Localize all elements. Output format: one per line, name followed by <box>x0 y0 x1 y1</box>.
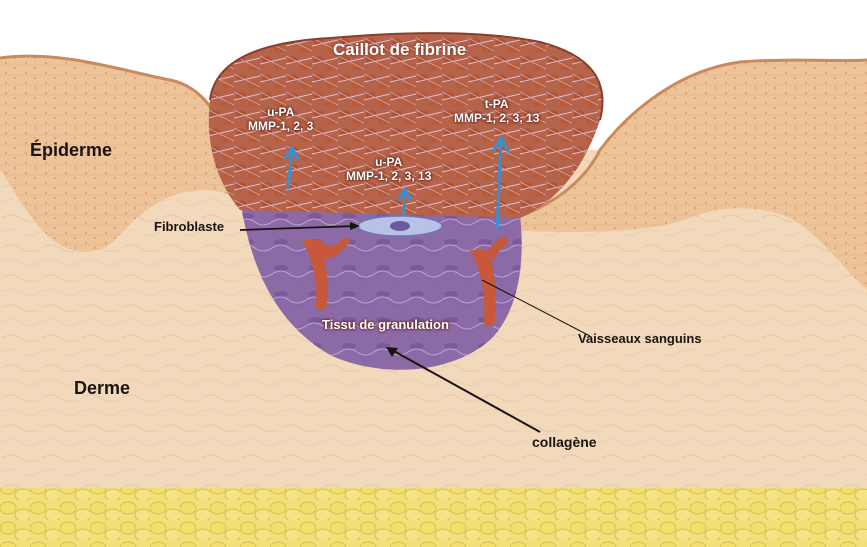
label-epiderme: Épiderme <box>30 140 112 161</box>
label-collagene: collagène <box>532 434 597 450</box>
enzyme-left-mmp: MMP-1, 2, 3 <box>248 120 313 134</box>
enzyme-right-name: t-PA <box>454 98 539 112</box>
enzyme-center: u-PA MMP-1, 2, 3, 13 <box>346 156 431 184</box>
label-caillot: Caillot de fibrine <box>333 40 466 60</box>
label-derme: Derme <box>74 378 130 399</box>
enzyme-left: u-PA MMP-1, 2, 3 <box>248 106 313 134</box>
enzyme-right-mmp: MMP-1, 2, 3, 13 <box>454 112 539 126</box>
enzyme-center-name: u-PA <box>346 156 431 170</box>
enzyme-right: t-PA MMP-1, 2, 3, 13 <box>454 98 539 126</box>
enzyme-left-name: u-PA <box>248 106 313 120</box>
enzyme-center-mmp: MMP-1, 2, 3, 13 <box>346 170 431 184</box>
label-vaisseaux: Vaisseaux sanguins <box>578 332 702 347</box>
label-tissu-granulation: Tissu de granulation <box>322 318 449 333</box>
label-fibroblaste: Fibroblaste <box>154 220 224 235</box>
